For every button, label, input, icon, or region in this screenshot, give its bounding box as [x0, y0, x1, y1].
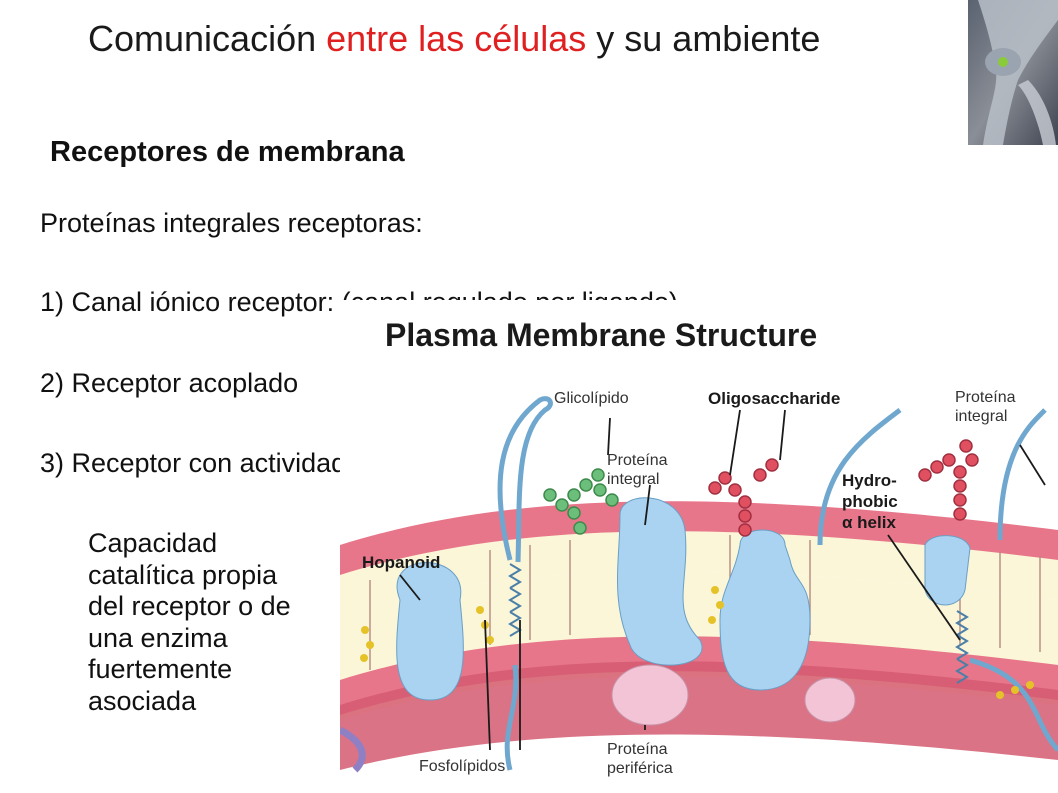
red-sugar-chain-right: [918, 439, 979, 521]
helix-right: [955, 610, 969, 684]
label-hydrophobic-line-2: phobic: [842, 492, 898, 511]
label-fosfolipidos: Fosfolípidos: [419, 758, 506, 775]
loop-left: [497, 396, 553, 563]
loop-far-right: [997, 408, 1047, 541]
label-line: periférica: [607, 760, 673, 777]
capacity-line: Capacidad: [88, 528, 218, 558]
leader-lines: [399, 409, 1046, 751]
label-proteina-integral-right: Proteína integral: [955, 388, 1015, 426]
capacity-line: del receptor o de: [88, 591, 291, 621]
integral-protein-left: [396, 562, 464, 701]
label-proteina-integral-center: Proteína integral: [607, 451, 667, 489]
integral-protein-far-right: [924, 535, 971, 606]
title-part-3: y su ambiente: [586, 18, 821, 59]
title-part-2: entre las células: [326, 18, 587, 59]
title-part-1: Comunicación: [88, 18, 327, 59]
green-sugar-chain: [543, 468, 619, 535]
text-line-4: 3) Receptor con actividad: [40, 448, 347, 478]
diagram-heading: Plasma Membrane Structure: [385, 317, 817, 353]
label-hydrophobic-line-1: Hydro-: [842, 471, 897, 490]
label-line: Proteína: [607, 741, 668, 758]
label-line: Proteína: [955, 389, 1016, 406]
label-hydrophobic-line-3: α helix: [842, 513, 896, 532]
subtitle: Receptores de membrana: [50, 136, 405, 168]
label-line: integral: [607, 471, 660, 488]
tail-left: [504, 664, 519, 771]
integral-protein-center: [617, 497, 703, 666]
label-line: integral: [955, 408, 1008, 425]
label-proteina-periferica: Proteína periférica: [607, 740, 673, 778]
plasma-membrane-diagram: Plasma Membrane Structure: [340, 300, 1058, 793]
slide-title: Comunicación entre las células y su ambi…: [88, 18, 820, 60]
label-line: Proteína: [607, 452, 668, 469]
purple-tail: [340, 726, 366, 773]
label-oligosaccharide: Oligosaccharide: [708, 389, 840, 408]
capacity-line: una enzima: [88, 622, 228, 653]
loop-right: [817, 408, 902, 546]
label-glicolipido: Glicolípido: [554, 390, 629, 407]
hopanoid-molecules: [360, 586, 1034, 699]
label-hopanoid: Hopanoid: [362, 553, 440, 572]
capacity-line: catalítica propia: [88, 559, 278, 590]
text-line-1: Proteínas integrales receptoras:: [40, 208, 423, 238]
integral-protein-right: [719, 529, 811, 691]
peripheral-protein-right: [804, 677, 856, 723]
capacity-line: asociada: [88, 685, 197, 716]
helix-left: [508, 563, 522, 637]
tail-far-right: [969, 657, 1058, 752]
neuron-synapse-image: [968, 0, 1058, 145]
text-line-3: 2) Receptor acoplado: [40, 368, 299, 398]
capacity-line: fuertemente: [88, 654, 233, 684]
capacity-text: Capacidad catalítica propia del receptor…: [88, 528, 291, 717]
peripheral-protein-center: [611, 664, 689, 726]
red-sugar-chain-center: [708, 458, 779, 537]
